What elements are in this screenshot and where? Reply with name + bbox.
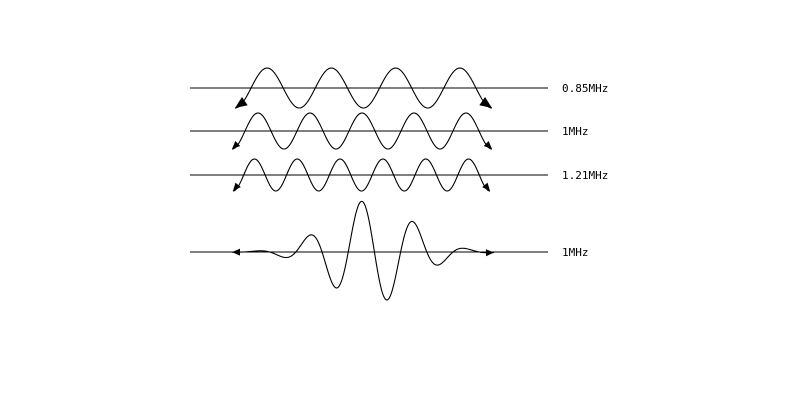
arrowhead-row-3-end — [482, 182, 490, 191]
arrowhead-row-3-start — [233, 182, 241, 191]
arrowhead-row-1-start — [235, 97, 248, 108]
arrowhead-row-1-end — [479, 97, 492, 108]
arrowhead-row-4-end — [485, 249, 494, 257]
sine-wave-row-2 — [231, 112, 493, 150]
wave-row-1: 0.85MHz — [190, 67, 608, 109]
arrowhead-row-2-end — [483, 140, 492, 149]
arrowhead-row-4-start — [232, 248, 240, 256]
wave-row-3: 1.21MHz — [190, 158, 608, 192]
sine-wave-row-3 — [232, 158, 491, 192]
frequency-label-row-1: 0.85MHz — [562, 82, 608, 95]
wave-packet-row-4 — [231, 200, 495, 301]
wave-row-4: 1MHz — [190, 200, 589, 301]
sine-wave-row-1 — [234, 67, 493, 109]
frequency-label-row-2: 1MHz — [562, 125, 589, 138]
frequency-label-row-3: 1.21MHz — [562, 169, 608, 182]
frequency-label-row-4: 1MHz — [562, 246, 589, 259]
arrowhead-row-2-start — [232, 140, 241, 149]
wave-row-2: 1MHz — [190, 112, 589, 150]
